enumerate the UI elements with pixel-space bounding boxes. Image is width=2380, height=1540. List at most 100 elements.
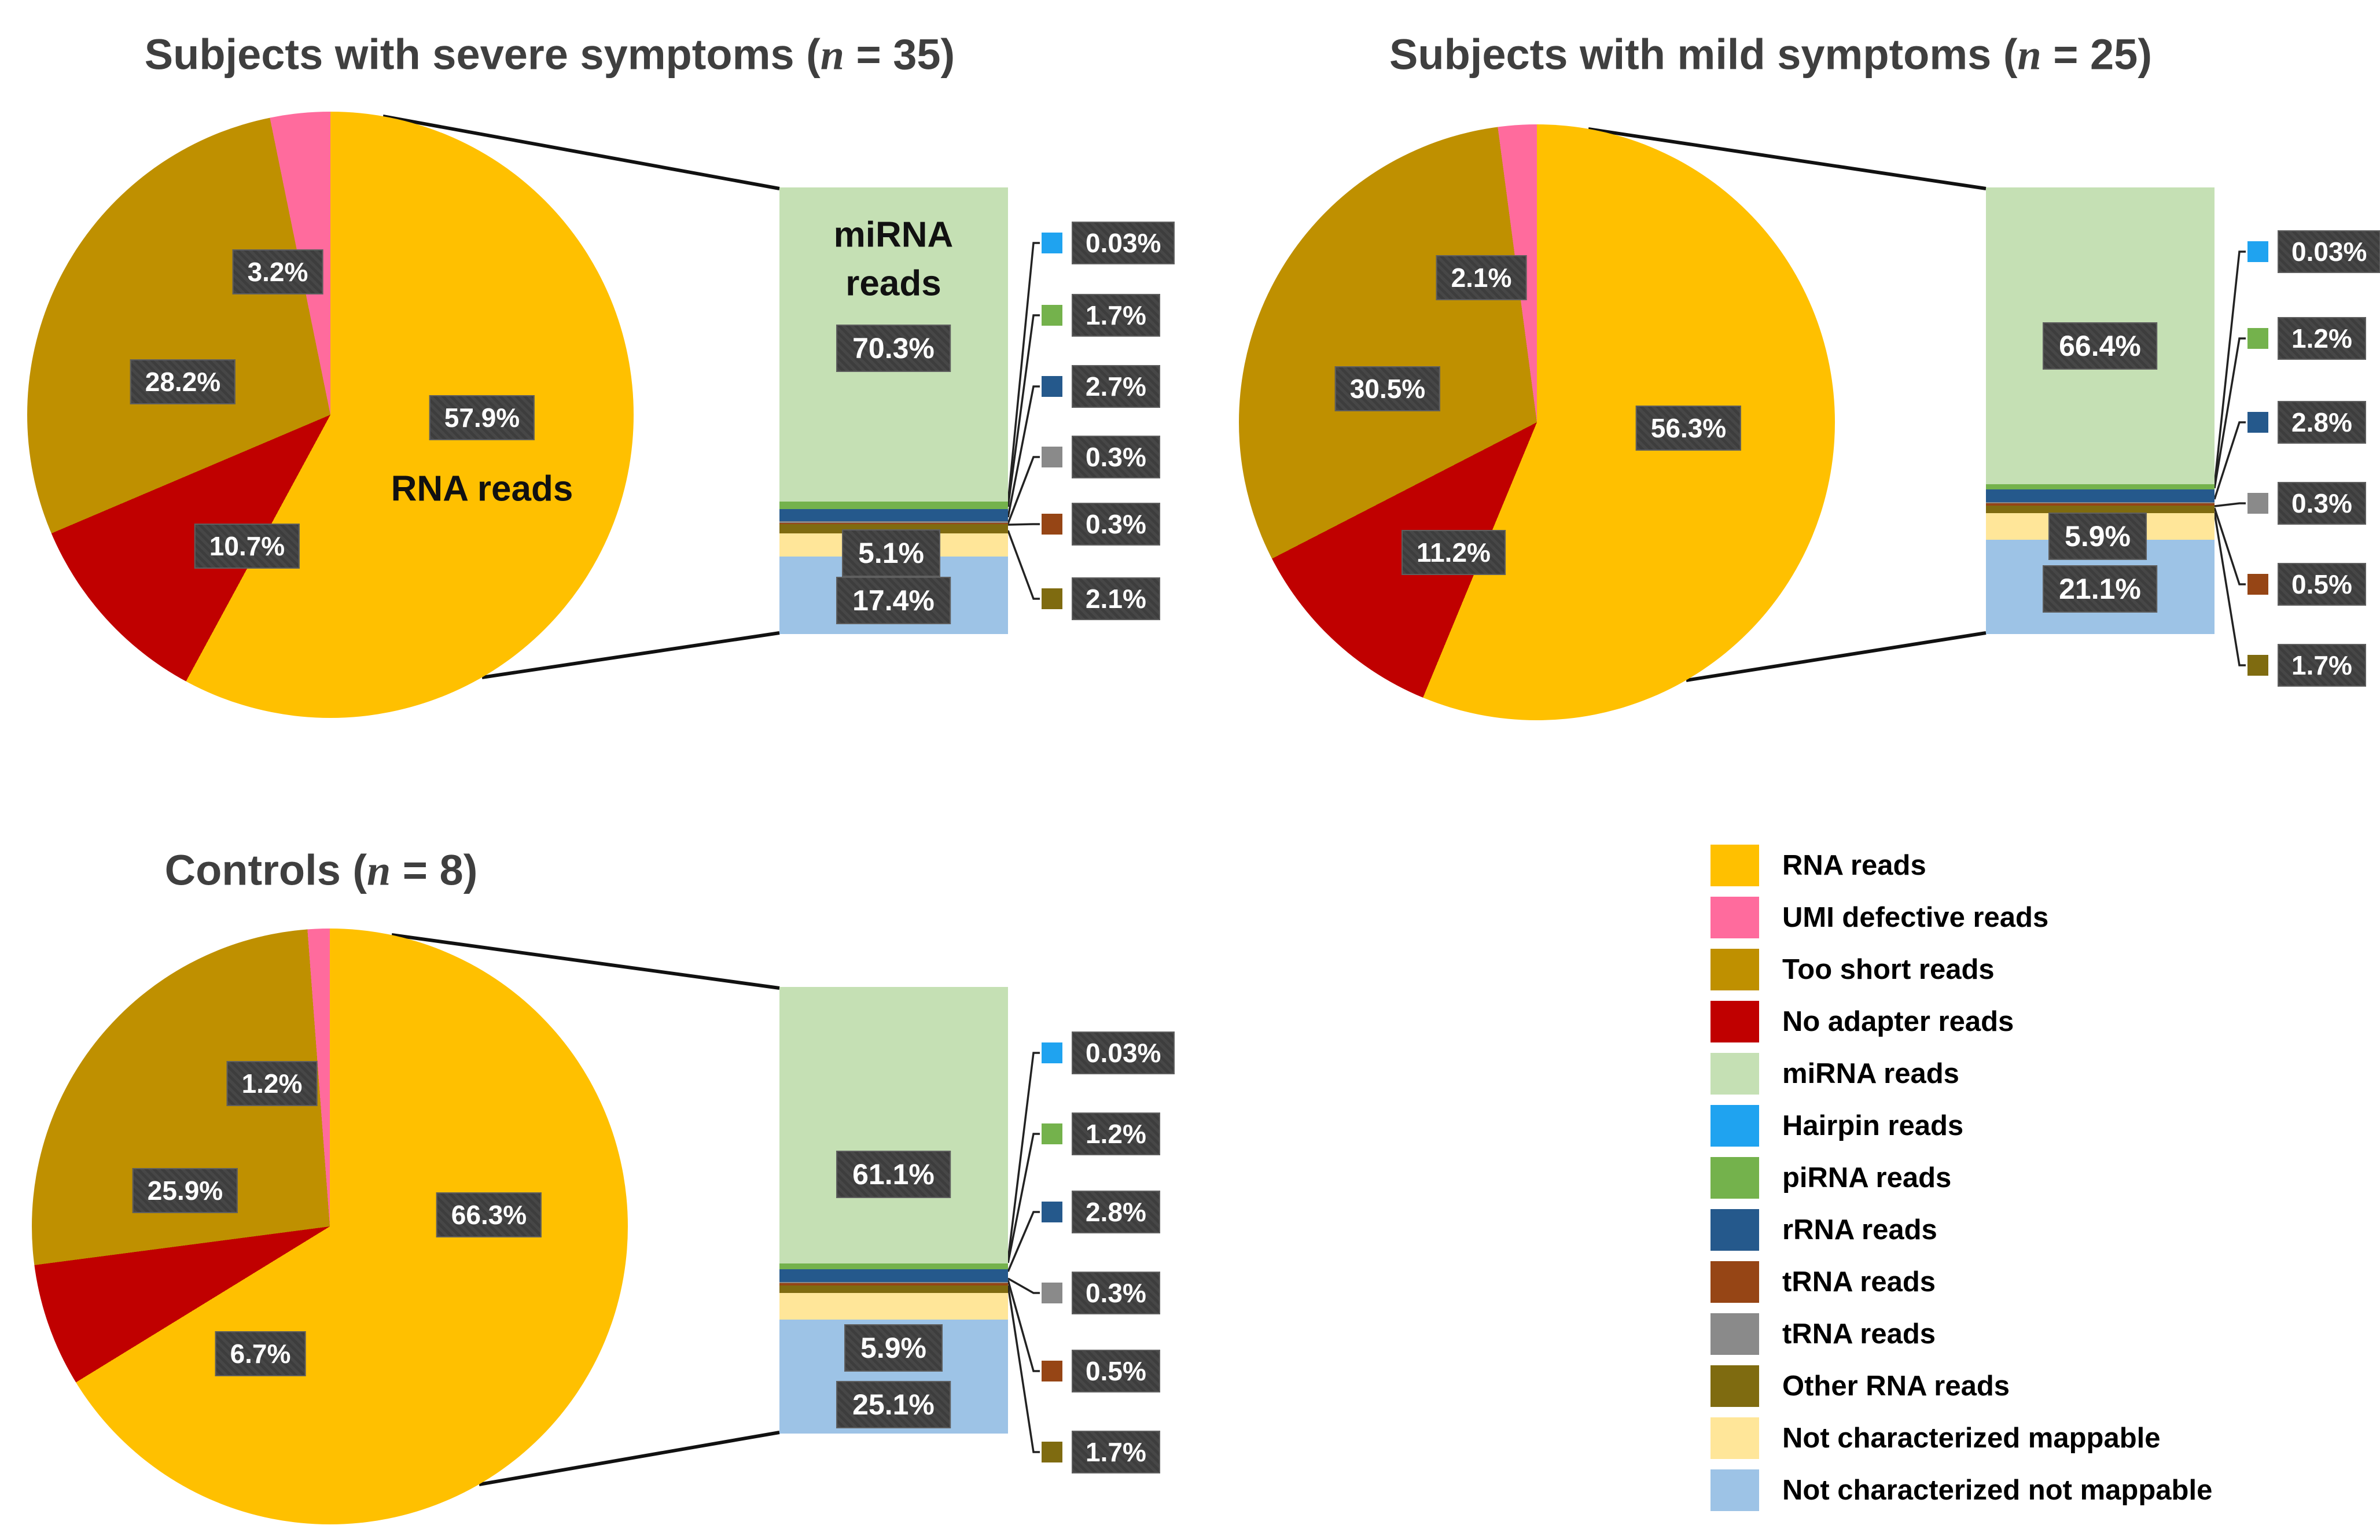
callout-value: 0.3% bbox=[1072, 436, 1160, 478]
trna-gray-swatch-icon bbox=[2247, 493, 2268, 514]
callout-trna-gray: 0.3% bbox=[1042, 1272, 1160, 1314]
mirna-swatch-icon bbox=[1710, 1053, 1759, 1095]
callout-value: 1.7% bbox=[1072, 294, 1160, 337]
callout-rrna: 2.7% bbox=[1042, 365, 1160, 408]
callout-pirna: 1.2% bbox=[2247, 317, 2366, 360]
bar-label-mirna: 61.1% bbox=[836, 1151, 951, 1198]
bar-segment bbox=[779, 987, 1008, 1264]
bar-segment bbox=[779, 1285, 1008, 1294]
pie-label-too-short: 28.2% bbox=[130, 359, 236, 404]
legend-label: Hairpin reads bbox=[1782, 1110, 1964, 1141]
too-short-swatch-icon bbox=[1710, 949, 1759, 990]
trna-gray-swatch-icon bbox=[1710, 1313, 1759, 1355]
pirna-swatch-icon bbox=[1710, 1157, 1759, 1199]
callout-value: 0.3% bbox=[2278, 482, 2366, 525]
callout-value: 2.7% bbox=[1072, 365, 1160, 408]
bar-segment bbox=[779, 1269, 1008, 1282]
pie-label-rna-reads: 57.9% bbox=[429, 395, 535, 440]
pie-label-too-short: 30.5% bbox=[1334, 366, 1441, 411]
callout-rrna: 2.8% bbox=[1042, 1191, 1160, 1233]
callout-value: 2.1% bbox=[1072, 577, 1160, 620]
legend-item-umi-defective-reads: UMI defective reads bbox=[1710, 897, 2212, 938]
bar-segment bbox=[779, 521, 1008, 523]
callout-hairpin: 0.03% bbox=[1042, 1031, 1175, 1074]
other-rna-swatch-icon bbox=[1710, 1365, 1759, 1407]
pie-annotation-rna-reads: RNA reads bbox=[391, 469, 573, 509]
hairpin-swatch-icon bbox=[1710, 1105, 1759, 1147]
bar-label-nc-mappable: 5.9% bbox=[2048, 513, 2147, 560]
pie-label-umi-defective: 1.2% bbox=[226, 1061, 318, 1106]
nc-mappable-swatch-icon bbox=[1710, 1417, 1759, 1459]
callout-value: 0.3% bbox=[1072, 503, 1160, 546]
legend-item-not-characterized-not-mappable: Not characterized not mappable bbox=[1710, 1469, 2212, 1511]
other-rna-swatch-icon bbox=[1042, 1442, 1062, 1462]
trna-brown-swatch-icon bbox=[2247, 574, 2268, 595]
bar-segment bbox=[779, 509, 1008, 522]
chart-title-mild: Subjects with mild symptoms (n = 25) bbox=[1389, 30, 2152, 79]
callout-value: 2.8% bbox=[1072, 1191, 1160, 1233]
callout-value: 2.8% bbox=[2278, 401, 2366, 444]
pie-label-umi-defective: 2.1% bbox=[1436, 255, 1527, 300]
pie-label-umi-defective: 3.2% bbox=[232, 249, 323, 294]
bar-label-nc-mappable: 5.9% bbox=[844, 1324, 943, 1372]
pirna-swatch-icon bbox=[2247, 328, 2268, 349]
bar-segment bbox=[779, 1263, 1008, 1269]
callout-pirna: 1.2% bbox=[1042, 1112, 1160, 1155]
legend-label: rRNA reads bbox=[1782, 1214, 1937, 1246]
legend-item-rna-reads: RNA reads bbox=[1710, 845, 2212, 886]
pie-chart-severe bbox=[27, 112, 634, 718]
bar-label-nc-not-mappable: 17.4% bbox=[836, 577, 951, 624]
nc-not-mappable-swatch-icon bbox=[1710, 1469, 1759, 1511]
legend-label: Other RNA reads bbox=[1782, 1370, 2010, 1402]
rna-reads-swatch-icon bbox=[1710, 845, 1759, 886]
pie-chart-mild bbox=[1239, 124, 1835, 720]
pirna-swatch-icon bbox=[1042, 1123, 1062, 1144]
legend-item-rrna-reads: rRNA reads bbox=[1710, 1209, 2212, 1251]
hairpin-swatch-icon bbox=[1042, 1042, 1062, 1063]
rrna-swatch-icon bbox=[1710, 1209, 1759, 1251]
trna-gray-swatch-icon bbox=[1042, 447, 1062, 467]
legend-label: tRNA reads bbox=[1782, 1318, 1936, 1350]
bar-segment bbox=[779, 522, 1008, 524]
callout-value: 0.3% bbox=[1072, 1272, 1160, 1314]
callout-trna-brown: 0.5% bbox=[1042, 1350, 1160, 1392]
legend-label: piRNA reads bbox=[1782, 1162, 1952, 1193]
callout-value: 1.7% bbox=[1072, 1431, 1160, 1473]
callout-value: 0.03% bbox=[1072, 1031, 1175, 1074]
stacked-bar-mild bbox=[1986, 187, 2215, 634]
callout-value: 0.5% bbox=[2278, 563, 2366, 606]
trna-gray-swatch-icon bbox=[1042, 1283, 1062, 1303]
bar-label-mirna: 70.3% bbox=[836, 325, 951, 372]
callout-trna-gray: 0.3% bbox=[2247, 482, 2366, 525]
legend-item-trna-reads-gray: tRNA reads bbox=[1710, 1313, 2212, 1355]
pie-label-rna-reads: 56.3% bbox=[1635, 406, 1742, 451]
hairpin-swatch-icon bbox=[2247, 241, 2268, 262]
chart-title-controls: Controls (n = 8) bbox=[164, 846, 478, 895]
trna-brown-swatch-icon bbox=[1042, 514, 1062, 535]
callout-value: 1.2% bbox=[2278, 317, 2366, 360]
legend-item-too-short-reads: Too short reads bbox=[1710, 949, 2212, 990]
legend-label: No adapter reads bbox=[1782, 1006, 2014, 1037]
pie-label-rna-reads: 66.3% bbox=[436, 1192, 542, 1237]
pie-label-no-adapter: 11.2% bbox=[1401, 530, 1506, 575]
callout-value: 1.7% bbox=[2278, 644, 2366, 687]
legend-item-no-adapter-reads: No adapter reads bbox=[1710, 1001, 2212, 1042]
legend-item-not-characterized-mappable: Not characterized mappable bbox=[1710, 1417, 2212, 1459]
rrna-swatch-icon bbox=[2247, 412, 2268, 433]
legend-label: miRNA reads bbox=[1782, 1058, 1959, 1089]
bar-segment bbox=[1986, 503, 2215, 506]
rrna-swatch-icon bbox=[1042, 1202, 1062, 1222]
pie-label-no-adapter: 6.7% bbox=[215, 1331, 306, 1376]
pirna-swatch-icon bbox=[1042, 305, 1062, 326]
rrna-swatch-icon bbox=[1042, 376, 1062, 397]
legend-label: tRNA reads bbox=[1782, 1266, 1936, 1298]
legend-label: RNA reads bbox=[1782, 850, 1926, 881]
bar-label-mirna: 66.4% bbox=[2043, 322, 2157, 370]
callout-pirna: 1.7% bbox=[1042, 294, 1160, 337]
callout-value: 0.03% bbox=[1072, 222, 1175, 264]
callout-rrna: 2.8% bbox=[2247, 401, 2366, 444]
bar-segment bbox=[779, 1281, 1008, 1284]
hairpin-swatch-icon bbox=[1042, 233, 1062, 253]
umi-defective-swatch-icon bbox=[1710, 897, 1759, 938]
callout-other-rna: 1.7% bbox=[2247, 644, 2366, 687]
